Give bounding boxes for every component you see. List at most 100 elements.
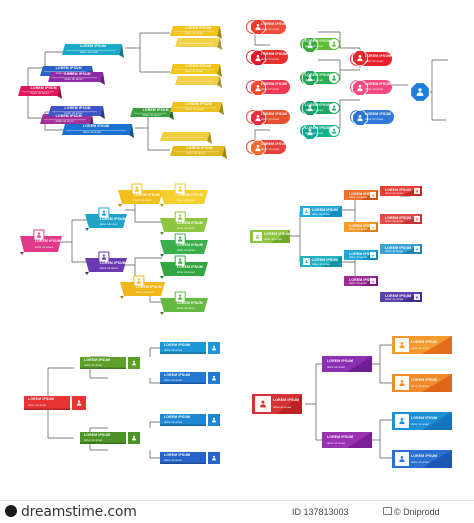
person-icon xyxy=(357,114,363,122)
person-icon xyxy=(136,278,142,284)
person-icon xyxy=(331,128,337,134)
connector-line xyxy=(147,128,170,151)
ribbon-node xyxy=(175,38,222,50)
connector-line xyxy=(431,92,446,121)
ribbon-node xyxy=(62,124,134,138)
block-node xyxy=(344,190,378,200)
connector-line xyxy=(134,210,162,223)
ribbon-node xyxy=(40,114,94,127)
bar-node xyxy=(24,396,70,410)
person-icon xyxy=(331,105,337,111)
connector-line xyxy=(125,257,162,266)
octagon-badge xyxy=(250,140,266,156)
person-icon xyxy=(371,253,375,257)
octagon-badge xyxy=(352,50,368,66)
block-node xyxy=(380,186,422,196)
octagon-badge xyxy=(352,110,368,126)
block-node xyxy=(380,292,422,302)
block-node xyxy=(300,256,342,267)
connector-line xyxy=(60,219,90,243)
ribbon-node xyxy=(62,44,124,58)
person-icon xyxy=(357,84,363,92)
person-icon xyxy=(307,74,313,82)
footer-brand: dreamstime.com xyxy=(21,504,137,520)
block-node xyxy=(344,276,378,286)
person-icon xyxy=(371,279,375,283)
person-icon xyxy=(101,254,107,260)
block-node xyxy=(300,206,342,217)
person-icon xyxy=(260,400,266,408)
person-icon xyxy=(177,294,183,300)
bar-node xyxy=(160,414,206,426)
person-icon xyxy=(36,232,42,238)
photo-square xyxy=(72,396,86,410)
card-node xyxy=(85,207,127,231)
person-icon xyxy=(255,84,261,92)
ribbon-node xyxy=(130,108,174,120)
bar-node xyxy=(160,452,206,464)
block-node xyxy=(380,214,422,224)
octagon-badge xyxy=(302,100,318,116)
octagon-badge xyxy=(250,50,266,66)
card-node xyxy=(120,275,165,299)
connector-line xyxy=(27,67,45,92)
octagon-badge xyxy=(250,80,266,96)
person-icon xyxy=(255,54,261,62)
card-node xyxy=(160,211,208,235)
ribbon-node xyxy=(170,64,222,77)
org-charts-svg xyxy=(18,19,452,468)
block-node xyxy=(380,244,422,254)
photo-square xyxy=(128,357,140,369)
card-node xyxy=(160,291,208,315)
card-node xyxy=(160,183,208,207)
connector-line xyxy=(27,92,45,119)
person-icon xyxy=(415,217,419,221)
person-icon xyxy=(177,258,183,264)
person-icon xyxy=(415,295,419,299)
person-icon xyxy=(307,41,313,49)
person-icon xyxy=(399,456,405,463)
person-icon xyxy=(331,41,337,47)
person-icon xyxy=(371,193,375,197)
person-icon xyxy=(132,435,136,441)
connector-line xyxy=(370,419,392,441)
footer-bar: dreamstime.com ID 137813003 © Dniprodd xyxy=(0,500,474,523)
connector-line xyxy=(318,59,360,71)
octagon-badge xyxy=(250,110,266,126)
person-icon xyxy=(212,345,216,351)
person-icon xyxy=(177,214,183,220)
footer-image-id: ID 137813003 xyxy=(292,507,349,517)
connector-line xyxy=(89,368,108,379)
person-icon xyxy=(416,88,424,96)
octagon-badge xyxy=(302,37,318,53)
octagon-badge xyxy=(250,19,266,35)
card-node xyxy=(160,255,208,279)
person-icon xyxy=(212,455,216,461)
person-icon xyxy=(307,128,313,136)
chart-nodes xyxy=(18,19,452,468)
person-icon xyxy=(371,225,375,229)
person-icon xyxy=(177,236,183,242)
bar-node xyxy=(160,342,206,354)
connector-line xyxy=(305,363,326,405)
photo-square xyxy=(208,452,220,464)
person-icon xyxy=(177,186,183,192)
connector-line xyxy=(47,367,74,403)
octagon-badge xyxy=(410,82,430,102)
person-icon xyxy=(307,104,313,112)
person-icon xyxy=(305,210,308,214)
bar-node xyxy=(80,432,126,444)
bar-node xyxy=(160,372,206,384)
person-icon xyxy=(134,186,140,192)
ribbon-node xyxy=(48,72,105,85)
ribbon-node xyxy=(18,86,62,99)
card-node xyxy=(118,183,163,207)
connector-line xyxy=(71,242,90,263)
connector-line xyxy=(47,403,74,439)
footer-author: © Dniprodd xyxy=(394,507,440,517)
block-node xyxy=(344,222,378,232)
card-node xyxy=(160,233,208,257)
person-icon xyxy=(399,380,405,387)
person-icon xyxy=(331,75,337,81)
